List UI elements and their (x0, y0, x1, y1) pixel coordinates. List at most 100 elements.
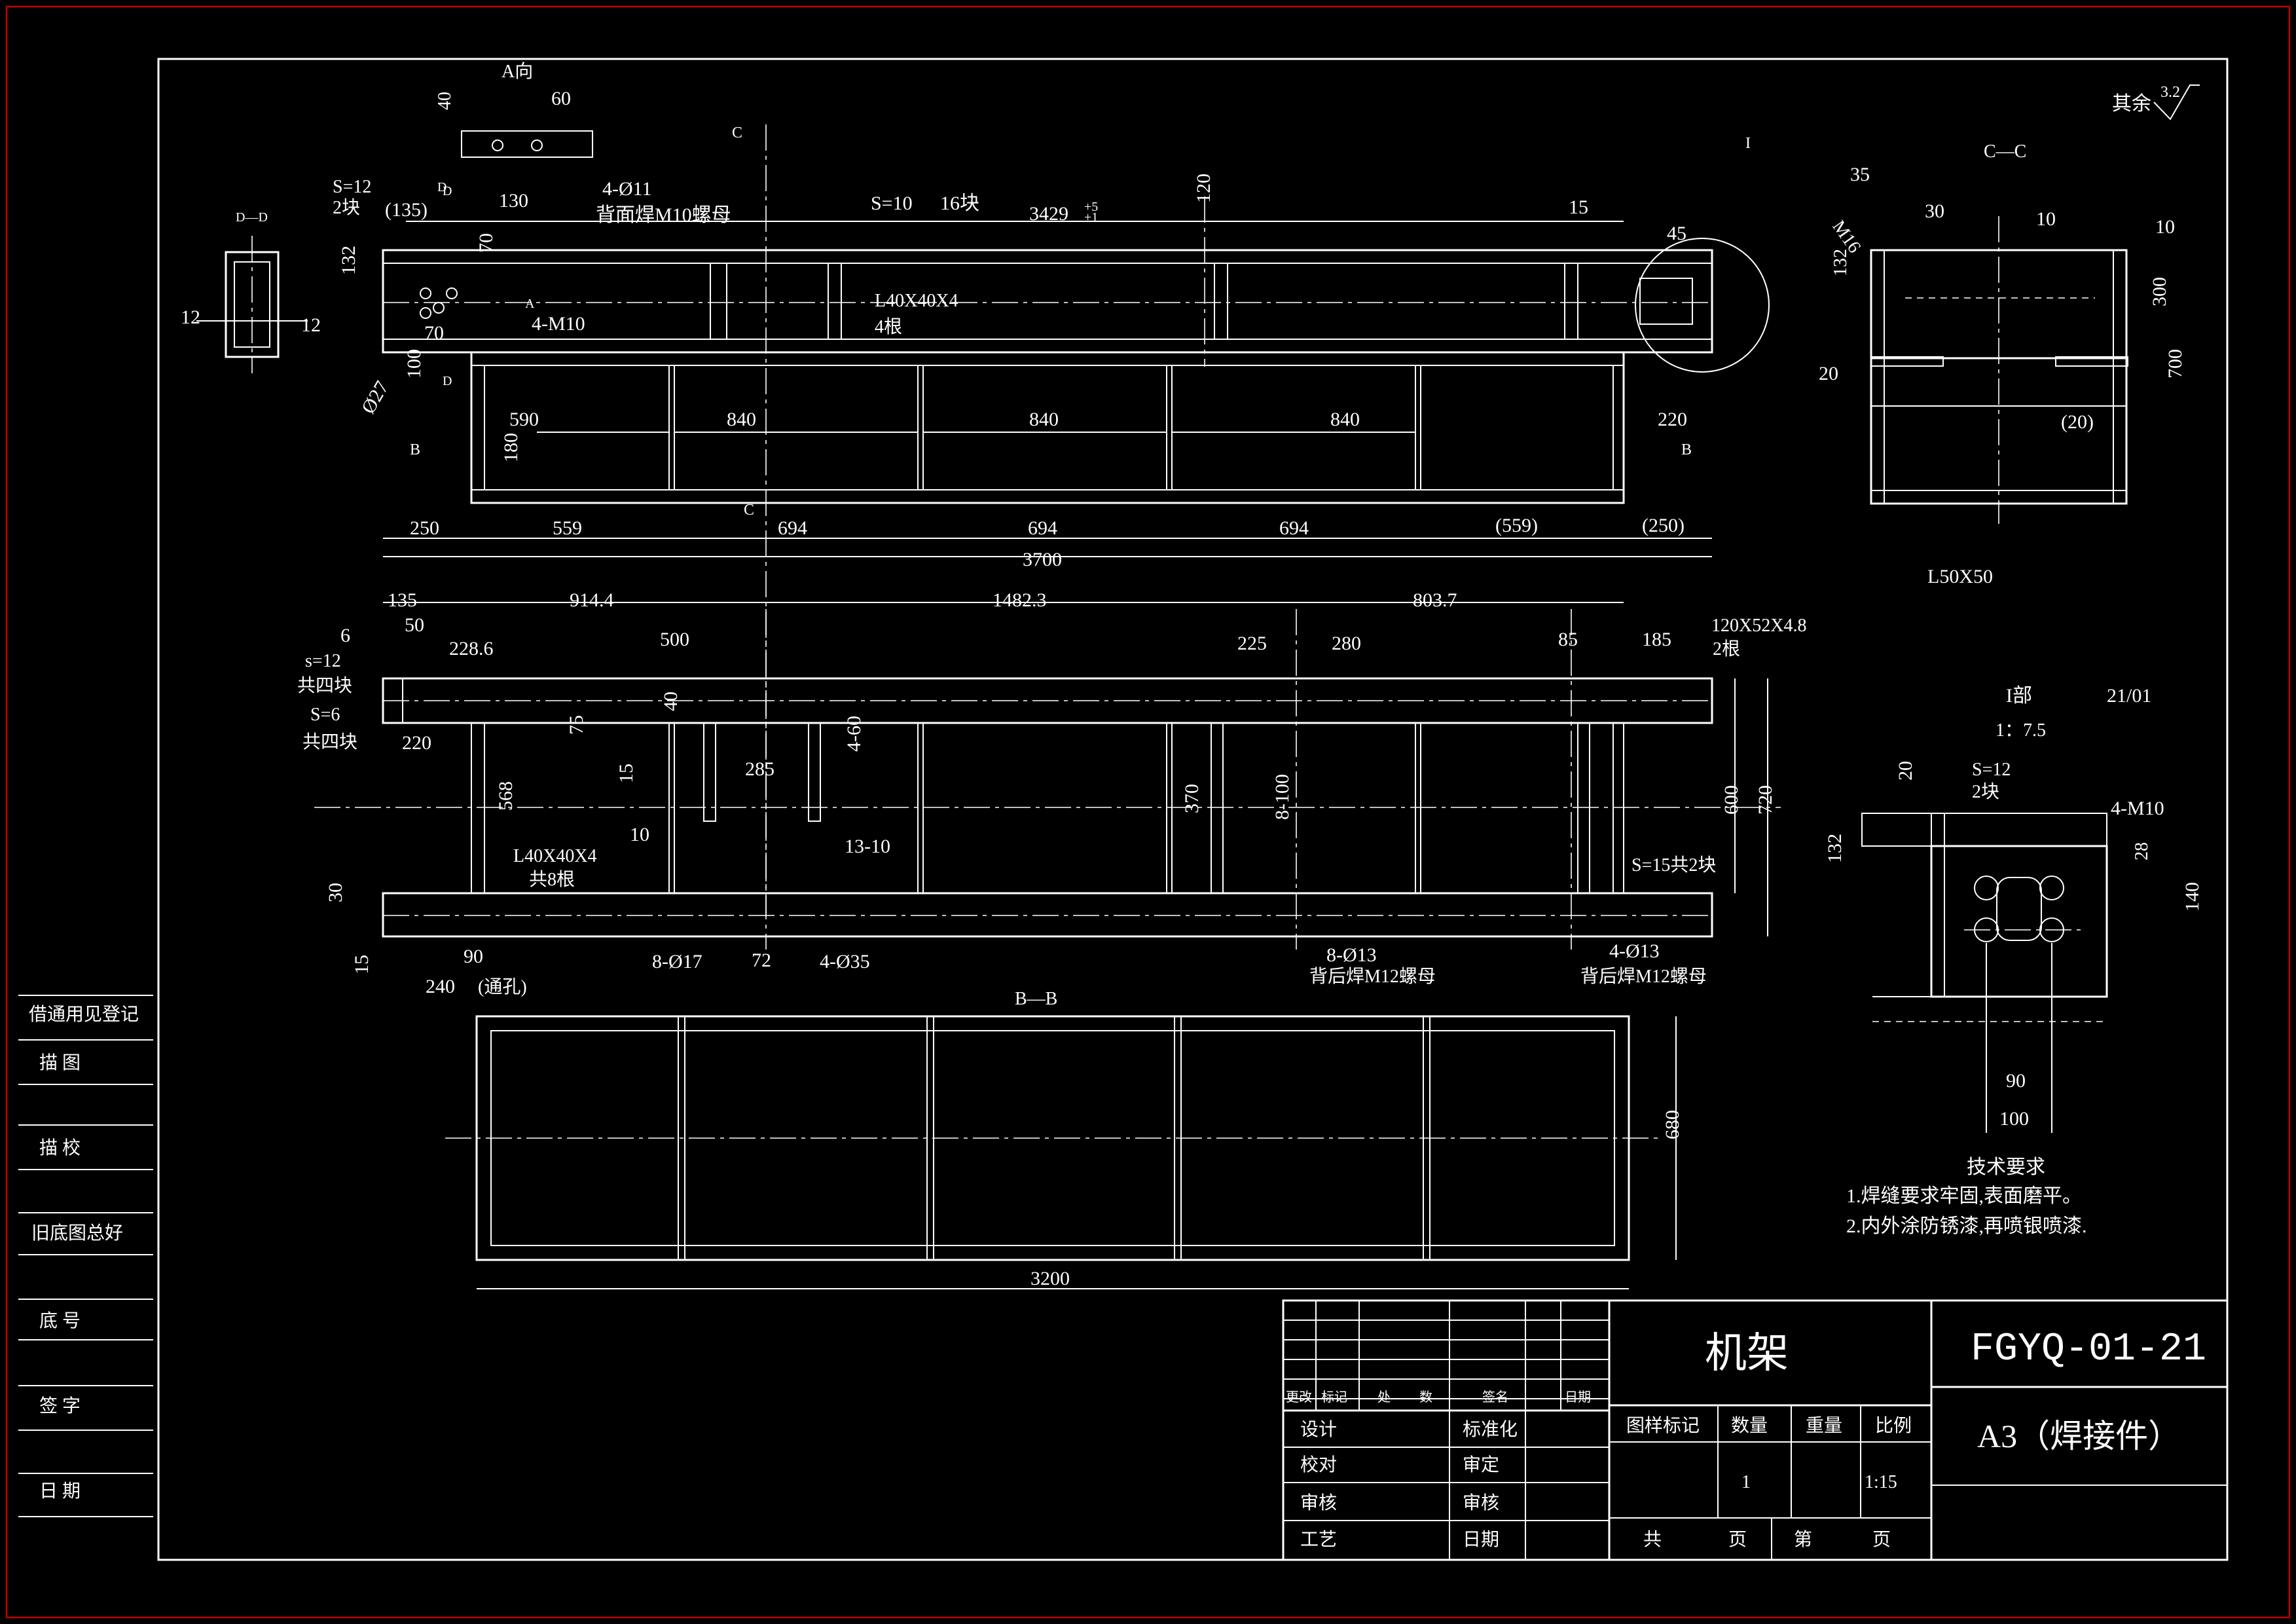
dim-label: 3700 (1023, 549, 1062, 570)
dim-label: 70 (424, 322, 444, 344)
dim-label: 280 (1332, 633, 1361, 654)
dim-label: L50X50 (1927, 566, 1993, 587)
sidebar-row: 签 字 (39, 1395, 81, 1416)
dim-label: 30 (1925, 200, 1944, 222)
dim-label: 700 (2164, 349, 2186, 378)
sign-row-label: 工艺 (1300, 1529, 1337, 1550)
dim-label: 1482.3 (993, 589, 1047, 611)
section-title: C—C (1984, 141, 2026, 162)
dim-label: 50 (405, 614, 424, 636)
roughness-value: 3.2 (2160, 84, 2180, 101)
dim-label: B (410, 441, 420, 458)
dim-label: 8-100 (1271, 774, 1293, 820)
dim-label: 4根 (875, 316, 902, 337)
roughness-symbol (2153, 84, 2200, 120)
sign-row-label: 审核 (1300, 1492, 1337, 1513)
dim-label: C (732, 124, 742, 141)
section-cc (1870, 216, 2128, 524)
dim-label: 132 (1831, 249, 1851, 276)
dim-label: 914.4 (570, 589, 614, 611)
dim-label: 694 (1279, 517, 1309, 539)
rev-header: 处 (1377, 1390, 1391, 1405)
sidebar-row: 描 校 (39, 1137, 81, 1158)
section-title: D—D (236, 210, 268, 225)
dim-label: 240 (426, 976, 455, 997)
dim-label: 3200 (1030, 1268, 1070, 1289)
sidebar-row: 底 号 (39, 1310, 81, 1331)
dim-label: 13-10 (845, 836, 890, 857)
scale-value: 1:15 (1865, 1472, 1897, 1492)
dim-label: 840 (1330, 409, 1360, 430)
dim-label: 225 (1237, 633, 1267, 654)
dim-label: 背后焊M12螺母 (1309, 966, 1436, 987)
front-view (382, 124, 1770, 917)
sidebar-row: 旧底图总好 (31, 1223, 123, 1244)
dim-label: 70 (475, 233, 497, 253)
section-bb (445, 1015, 1677, 1289)
dim-label: 590 (509, 409, 539, 430)
dim-label: 250 (410, 517, 439, 539)
dim-label: I (1745, 135, 1751, 152)
dim-label: +5 (1084, 200, 1098, 214)
dim-label: S=12 (333, 177, 371, 197)
dim-label: 694 (778, 517, 807, 539)
dim-label: 680 (1662, 1110, 1683, 1139)
dim-label: 背面焊M10螺母 (596, 204, 731, 226)
dim-label: 16块 (940, 193, 979, 214)
dim-label: 15 (615, 764, 637, 783)
dim-label: D (437, 180, 446, 194)
dim-label: 15 (1569, 196, 1588, 218)
dim-label: 20 (1895, 761, 1916, 781)
sign-row-label: 审定 (1463, 1454, 1499, 1475)
dim-label: 72 (752, 950, 771, 971)
dim-label: 100 (403, 349, 425, 378)
dim-label: A向 (501, 61, 533, 82)
dim-label: 559 (553, 517, 582, 539)
dim-label: 2块 (333, 198, 360, 218)
inner-frame (157, 58, 2229, 1561)
dim-label: 4-Ø11 (602, 178, 652, 200)
dim-label: S=12 (1972, 760, 2011, 780)
sign-row-label: 校对 (1300, 1454, 1337, 1475)
dim-label: 132 (338, 246, 359, 275)
dim-label: L40X40X4 (875, 291, 958, 311)
dim-label: 568 (495, 781, 517, 811)
dim-label: 220 (1658, 409, 1687, 430)
tech-item: 1.焊缝要求牢固,表面磨平。 (1846, 1185, 2082, 1207)
tech-title: 技术要求 (1967, 1156, 2045, 1178)
dim-label: 2根 (1713, 638, 1740, 659)
dim-label: 12 (181, 306, 200, 328)
dim-label: 90 (2006, 1070, 2026, 1092)
outer-frame (5, 5, 2291, 1619)
dim-label: 803.7 (1413, 589, 1457, 611)
dim-label: 40 (435, 92, 455, 110)
rev-header: 标记 (1321, 1390, 1347, 1405)
dim-label: 背后焊M12螺母 (1580, 966, 1707, 987)
sheet-label: 页 (1872, 1530, 1891, 1550)
rev-header: 更改 (1286, 1390, 1312, 1405)
dim-label: 4-M10 (532, 313, 585, 335)
tech-item: 2.内外涂防锈漆,再喷银喷漆. (1846, 1215, 2087, 1237)
dim-label: 8-Ø13 (1326, 944, 1377, 966)
dim-label: 75 (566, 715, 587, 735)
dim-label: 500 (660, 629, 689, 650)
drawing-number: FGYQ-01-21 (1971, 1327, 2206, 1372)
dim-label: (135) (385, 199, 428, 221)
sheet-label: 页 (1728, 1530, 1747, 1550)
quantity-value: 1 (1741, 1472, 1751, 1492)
dim-label: A (525, 297, 535, 311)
dim-label: 132 (1824, 834, 1846, 863)
sidebar-row: 日 期 (39, 1481, 81, 1502)
dim-label: 45 (1667, 223, 1686, 244)
dim-label: 15 (351, 955, 373, 974)
sheet-label: 共 (1643, 1529, 1662, 1550)
rev-header: 数 (1419, 1390, 1432, 1405)
dim-label: 840 (727, 409, 756, 430)
dim-label: 10 (2155, 216, 2175, 238)
detail-scale: 1：7.5 (1995, 720, 2046, 741)
dim-label: 228.6 (449, 638, 494, 659)
dim-label: 6 (340, 625, 350, 646)
dim-label: 4-M10 (2111, 798, 2164, 819)
dim-label: 2块 (1972, 782, 1999, 802)
dim-label: 共四块 (302, 731, 357, 752)
